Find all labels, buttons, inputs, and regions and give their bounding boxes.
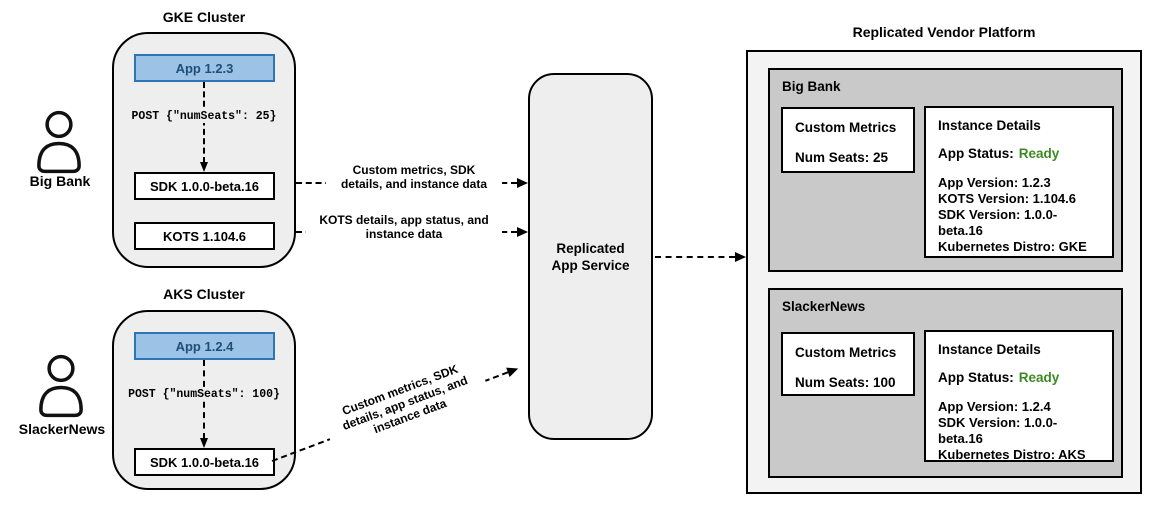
aks-cluster-box: App 1.2.4 POST {"numSeats": 100} SDK 1.0… <box>112 310 296 490</box>
service-to-platform-line <box>655 256 735 258</box>
gke-cluster-title: GKE Cluster <box>162 9 246 25</box>
arrowhead-right-icon <box>517 178 528 188</box>
replicated-vendor-platform-box: Big Bank Custom Metrics Num Seats: 25 In… <box>746 50 1142 494</box>
num-seats-value: Num Seats: 100 <box>795 375 896 390</box>
person-icon <box>34 354 88 418</box>
instance-details-title: Instance Details <box>938 118 1041 133</box>
num-seats-value: Num Seats: 25 <box>795 150 889 165</box>
gke-app-node: App 1.2.3 <box>134 54 275 82</box>
instance-detail-lines: App Version: 1.2.3 KOTS Version: 1.104.6… <box>938 175 1087 254</box>
aks-sdk-node: SDK 1.0.0-beta.16 <box>134 448 275 476</box>
actor-label-slackernews: SlackerNews <box>18 421 106 437</box>
gke-kots-node: KOTS 1.104.6 <box>134 222 275 250</box>
replicated-app-service-node: Replicated App Service <box>528 73 653 440</box>
status-badge: Ready <box>1018 146 1060 161</box>
gke-post-request: POST {"numSeats": 25} <box>129 110 279 123</box>
user-icon <box>39 354 83 418</box>
instance-details-card: Instance Details App Status:Ready App Ve… <box>924 330 1114 462</box>
instance-detail-lines: App Version: 1.2.4 SDK Version: 1.0.0-be… <box>938 399 1086 462</box>
gke-cluster-box: App 1.2.3 POST {"numSeats": 25} SDK 1.0.… <box>112 32 296 268</box>
custom-metrics-title: Custom Metrics <box>795 345 897 360</box>
platform-title: Replicated Vendor Platform <box>852 24 1036 40</box>
gke-sdk-node: SDK 1.0.0-beta.16 <box>134 172 275 200</box>
aks-sdk-to-service-label: Custom metrics, SDK details, app status,… <box>319 353 491 453</box>
panel-big-bank: Big Bank Custom Metrics Num Seats: 25 In… <box>768 68 1123 272</box>
custom-metrics-title: Custom Metrics <box>795 120 897 135</box>
arrowhead-right-icon <box>517 227 528 237</box>
app-status-row: App Status:Ready <box>938 370 1060 385</box>
aks-cluster-title: AKS Cluster <box>163 286 245 302</box>
aks-app-node: App 1.2.4 <box>134 332 275 360</box>
custom-metrics-card: Custom Metrics Num Seats: 25 <box>781 107 915 173</box>
panel-slackernews: SlackerNews Custom Metrics Num Seats: 10… <box>768 288 1123 478</box>
arrowhead-down-icon <box>199 438 208 448</box>
arrowhead-down-icon <box>199 162 208 172</box>
custom-metrics-card: Custom Metrics Num Seats: 100 <box>781 332 915 396</box>
panel-name: SlackerNews <box>782 299 866 314</box>
panel-name: Big Bank <box>782 79 841 94</box>
arrowhead-right-icon <box>735 252 746 262</box>
app-status-row: App Status:Ready <box>938 146 1060 161</box>
status-badge: Ready <box>1018 370 1060 385</box>
instance-details-card: Instance Details App Status:Ready App Ve… <box>924 106 1114 258</box>
person-icon <box>32 110 86 174</box>
kots-to-service-label: KOTS details, app status, and instance d… <box>306 212 502 242</box>
arrowhead-right-icon <box>506 363 520 378</box>
aks-post-request: POST {"numSeats": 100} <box>126 388 282 401</box>
user-icon <box>37 110 81 174</box>
sdk-to-service-label: Custom metrics, SDK details, and instanc… <box>326 162 502 192</box>
actor-label-big-bank: Big Bank <box>29 173 91 189</box>
instance-details-title: Instance Details <box>938 342 1041 357</box>
